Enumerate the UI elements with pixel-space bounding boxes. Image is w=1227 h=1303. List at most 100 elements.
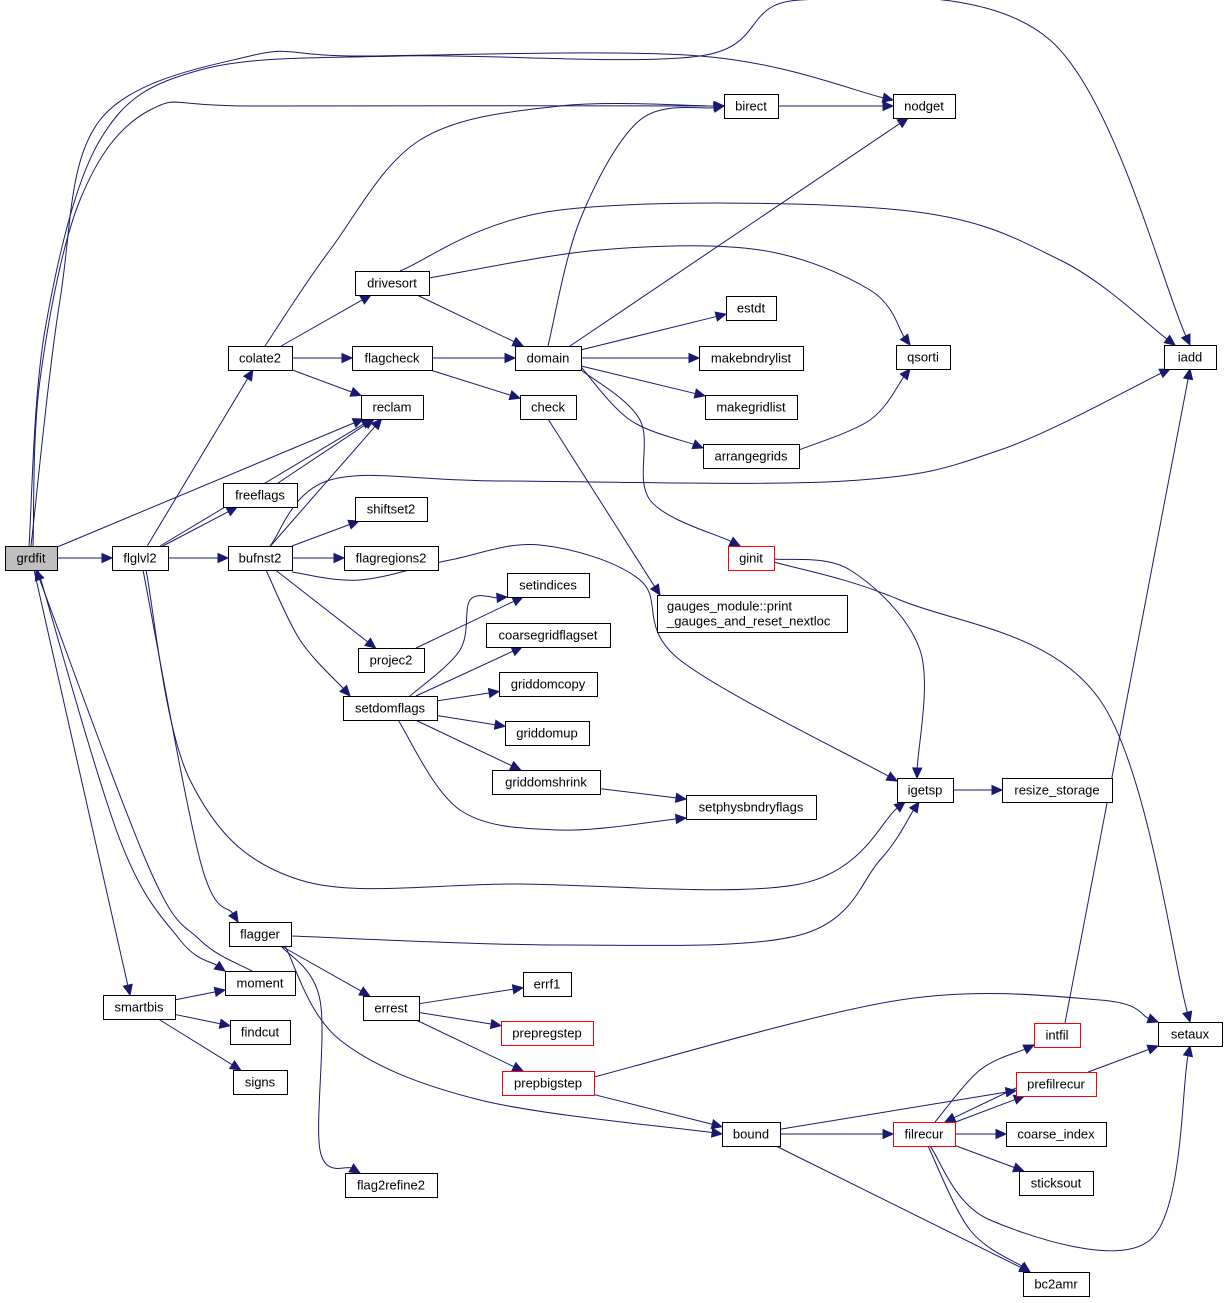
- node-drivesort[interactable]: drivesort: [355, 271, 430, 296]
- node-box[interactable]: [515, 346, 582, 371]
- node-box[interactable]: [229, 922, 292, 947]
- node-coarse_index[interactable]: coarse_index: [1006, 1122, 1107, 1147]
- node-box[interactable]: [507, 573, 590, 598]
- node-box[interactable]: [520, 395, 577, 420]
- node-box[interactable]: [233, 1070, 288, 1095]
- node-projec2[interactable]: projec2: [358, 648, 425, 673]
- node-box[interactable]: [893, 1122, 956, 1147]
- node-box[interactable]: [225, 971, 296, 996]
- node-setdomflags[interactable]: setdomflags: [343, 696, 438, 721]
- node-box[interactable]: [502, 1071, 595, 1096]
- node-griddomcopy[interactable]: griddomcopy: [499, 672, 598, 697]
- node-flglvl2[interactable]: flglvl2: [112, 546, 169, 571]
- node-setaux[interactable]: setaux: [1158, 1022, 1223, 1047]
- node-setindices[interactable]: setindices: [507, 573, 590, 598]
- node-bc2amr[interactable]: bc2amr: [1023, 1272, 1090, 1297]
- node-setphysbndryflags[interactable]: setphysbndryflags: [686, 795, 817, 820]
- node-box[interactable]: [699, 346, 804, 371]
- node-prepregstep[interactable]: prepregstep: [501, 1021, 594, 1046]
- node-box[interactable]: [728, 546, 775, 571]
- node-box[interactable]: [1002, 778, 1113, 803]
- node-shiftset2[interactable]: shiftset2: [355, 497, 428, 522]
- node-bufnst2[interactable]: bufnst2: [228, 546, 293, 571]
- node-smartbis[interactable]: smartbis: [103, 995, 176, 1020]
- node-box[interactable]: [1034, 1023, 1081, 1048]
- node-flagcheck[interactable]: flagcheck: [352, 346, 433, 371]
- node-box[interactable]: [1023, 1272, 1090, 1297]
- node-intfil[interactable]: intfil: [1034, 1023, 1081, 1048]
- node-box[interactable]: [103, 995, 176, 1020]
- node-box[interactable]: [363, 996, 420, 1021]
- node-box[interactable]: [1164, 345, 1217, 370]
- node-freeflags[interactable]: freeflags: [223, 483, 298, 508]
- node-flagger[interactable]: flagger: [229, 922, 292, 947]
- node-box[interactable]: [1016, 1072, 1097, 1097]
- node-moment[interactable]: moment: [225, 971, 296, 996]
- node-box[interactable]: [358, 648, 425, 673]
- node-box[interactable]: [893, 94, 956, 119]
- node-filrecur[interactable]: filrecur: [893, 1122, 956, 1147]
- node-grdfit[interactable]: grdfit: [5, 546, 58, 571]
- node-box[interactable]: [722, 1122, 781, 1147]
- node-box[interactable]: [1158, 1022, 1223, 1047]
- node-estdt[interactable]: estdt: [726, 296, 777, 321]
- node-box[interactable]: [499, 672, 598, 697]
- node-box[interactable]: [355, 271, 430, 296]
- node-findcut[interactable]: findcut: [230, 1020, 291, 1045]
- node-box[interactable]: [343, 696, 438, 721]
- node-reclam[interactable]: reclam: [361, 395, 424, 420]
- node-iadd[interactable]: iadd: [1164, 345, 1217, 370]
- node-check[interactable]: check: [520, 395, 577, 420]
- node-prefilrecur[interactable]: prefilrecur: [1016, 1072, 1097, 1097]
- node-box[interactable]: [5, 546, 58, 571]
- node-box[interactable]: [352, 346, 433, 371]
- node-flag2refine2[interactable]: flag2refine2: [345, 1173, 438, 1198]
- node-box[interactable]: [361, 395, 424, 420]
- node-flagregions2[interactable]: flagregions2: [344, 546, 439, 571]
- node-colate2[interactable]: colate2: [228, 346, 293, 371]
- node-sticksout[interactable]: sticksout: [1019, 1171, 1094, 1196]
- node-box[interactable]: [726, 296, 777, 321]
- node-box[interactable]: [112, 546, 169, 571]
- node-ginit[interactable]: ginit: [728, 546, 775, 571]
- node-prepbigstep[interactable]: prepbigstep: [502, 1071, 595, 1096]
- node-griddomshrink[interactable]: griddomshrink: [492, 770, 601, 795]
- node-domain[interactable]: domain: [515, 346, 582, 371]
- node-resize_storage[interactable]: resize_storage: [1002, 778, 1113, 803]
- node-box[interactable]: [344, 546, 439, 571]
- node-errest[interactable]: errest: [363, 996, 420, 1021]
- node-bound[interactable]: bound: [722, 1122, 781, 1147]
- node-box[interactable]: [705, 395, 798, 420]
- node-box[interactable]: [1019, 1171, 1094, 1196]
- node-arrangegrids[interactable]: arrangegrids: [703, 444, 800, 469]
- node-coarsegridflagset[interactable]: coarsegridflagset: [486, 623, 611, 648]
- node-box[interactable]: [228, 346, 293, 371]
- node-box[interactable]: [686, 795, 817, 820]
- node-box[interactable]: [501, 1021, 594, 1046]
- node-box[interactable]: [345, 1173, 438, 1198]
- node-box[interactable]: [523, 972, 572, 997]
- node-birect[interactable]: birect: [724, 94, 779, 119]
- node-qsorti[interactable]: qsorti: [896, 345, 951, 370]
- node-makebndrylist[interactable]: makebndrylist: [699, 346, 804, 371]
- node-signs[interactable]: signs: [233, 1070, 288, 1095]
- node-box[interactable]: [230, 1020, 291, 1045]
- node-box[interactable]: [897, 778, 954, 803]
- node-box[interactable]: [223, 483, 298, 508]
- node-box[interactable]: [1006, 1122, 1107, 1147]
- node-griddomup[interactable]: griddomup: [505, 721, 590, 746]
- node-box[interactable]: [355, 497, 428, 522]
- node-box[interactable]: [703, 444, 800, 469]
- node-box[interactable]: [486, 623, 611, 648]
- node-box[interactable]: [657, 595, 848, 633]
- node-nodget[interactable]: nodget: [893, 94, 956, 119]
- node-box[interactable]: [724, 94, 779, 119]
- node-gauges[interactable]: gauges_module::print_gauges_and_reset_ne…: [657, 595, 848, 633]
- node-box[interactable]: [228, 546, 293, 571]
- node-box[interactable]: [896, 345, 951, 370]
- node-makegridlist[interactable]: makegridlist: [705, 395, 798, 420]
- node-igetsp[interactable]: igetsp: [897, 778, 954, 803]
- node-errf1[interactable]: errf1: [523, 972, 572, 997]
- node-box[interactable]: [505, 721, 590, 746]
- node-box[interactable]: [492, 770, 601, 795]
